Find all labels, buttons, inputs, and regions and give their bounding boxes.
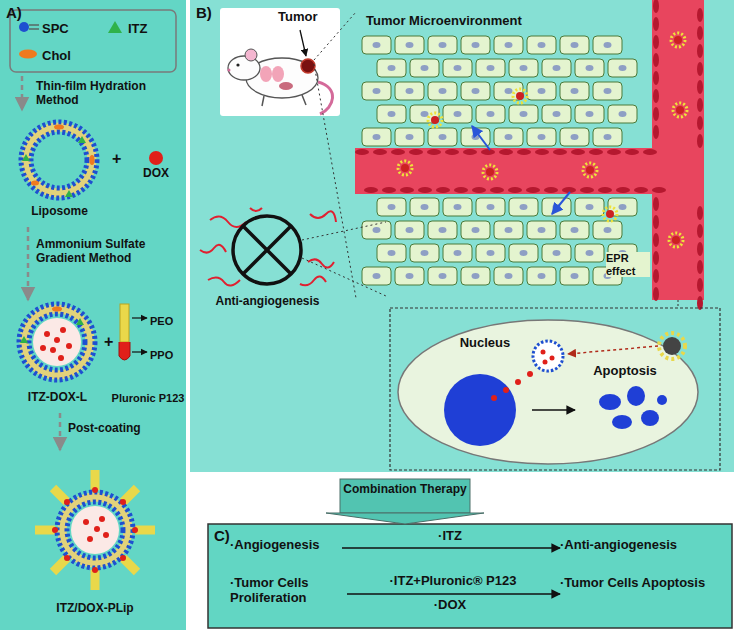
node-text: Tumor Microenvironment: [366, 14, 636, 29]
node-text: ·Anti-angiogenesis: [560, 538, 720, 553]
node-text: Combination Therapy: [340, 482, 470, 496]
node-text: ·Tumor Cells Apoptosis: [560, 576, 720, 591]
nucleus: Nucleus: [440, 336, 532, 454]
legend-text: Chol: [42, 49, 71, 64]
annotation: PPO: [150, 349, 173, 362]
node-text: Pluronic P123: [110, 392, 186, 405]
process-state: ·Tumor Cells Apoptosis: [560, 574, 722, 614]
annotation: EPR effect: [606, 252, 650, 277]
process-state: ·Tumor Cells Proliferation: [230, 574, 347, 614]
node-text: B): [196, 4, 212, 21]
apoptotic-bodies: Apoptosis: [575, 364, 677, 439]
node-text: ·Angiogenesis: [230, 538, 340, 553]
process-state: ·Anti-angiogenesis: [560, 538, 722, 558]
drug-dot: DOX: [132, 145, 182, 190]
connector: [27, 227, 30, 300]
edge-label: ·ITZ: [400, 529, 500, 544]
copolymer: Pluronic P123: [110, 300, 188, 410]
legend-text: SPC: [42, 22, 69, 37]
edge-label: ·ITZ+Pluronic® P123: [368, 574, 538, 589]
node-text: Liposome: [12, 205, 107, 219]
connector: [347, 593, 560, 595]
annotation: PEO: [150, 315, 173, 328]
liposome: Liposome: [12, 115, 109, 227]
legend-text: ITZ: [128, 22, 148, 37]
edge-label: Ammonium Sulfate Gradient Method: [36, 238, 182, 266]
node-text: Tumor: [278, 10, 338, 25]
liposome: ITZ-DOX-L: [10, 300, 107, 413]
coated-liposome: ITZ/DOX-PLip: [25, 450, 167, 622]
annotation: Thin-film Hydration Method: [36, 80, 176, 108]
block-arrow: Combination Therapy: [340, 479, 472, 513]
node-text: DOX: [132, 167, 180, 181]
node-text: Nucleus: [440, 336, 530, 351]
panel: B) Tumor Tumor MicroenvironmentAnti-angiog…: [190, 0, 734, 472]
tissue-region: Tumor Microenvironment: [358, 12, 648, 302]
process-state: ·Angiogenesis: [230, 538, 342, 558]
connector: [342, 547, 560, 549]
mouse-figure: Tumor: [220, 8, 340, 116]
annotation: +: [112, 150, 121, 168]
node-text: ·Tumor Cells Proliferation: [230, 576, 345, 606]
annotation: ·DOX: [410, 598, 490, 613]
edge-label: Post-coating: [68, 422, 178, 436]
node-text: C): [214, 527, 230, 544]
connector: [532, 409, 575, 411]
node-text: Anti-angiogenesis: [195, 295, 340, 309]
node-text: Apoptosis: [575, 364, 675, 379]
node-text: ITZ/DOX-PLip: [25, 602, 165, 616]
connector: [59, 413, 62, 450]
node-text: ITZ-DOX-L: [10, 391, 105, 405]
node-text: A): [6, 4, 22, 21]
inhibition-symbol: Anti-angiogenesis: [195, 205, 342, 327]
annotation: +: [104, 333, 113, 351]
